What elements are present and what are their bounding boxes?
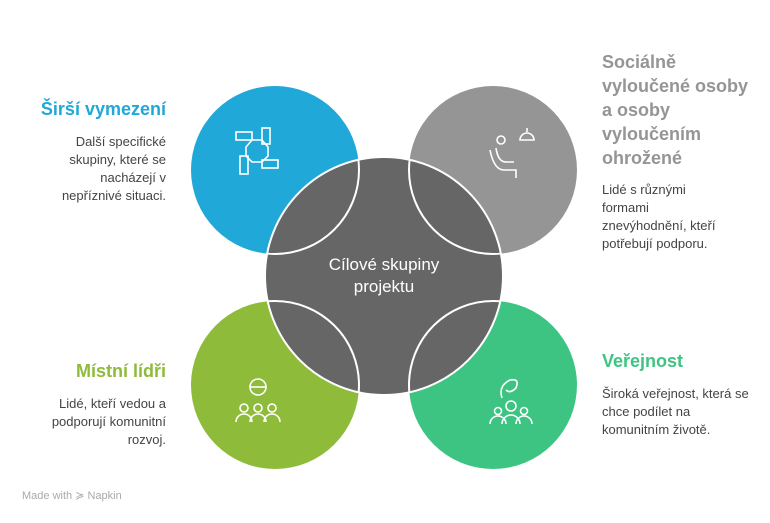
title-mistni: Místní lídři xyxy=(76,361,166,381)
desc-sirsi: Další specifické skupiny, které se nachá… xyxy=(61,134,166,203)
seated-person-bell-icon xyxy=(489,128,535,178)
public-group-icon xyxy=(489,378,533,425)
desc-verejnost: Široká veřejnost, která se chce podílet … xyxy=(602,386,749,437)
title-sirsi: Širší vymezení xyxy=(40,99,166,119)
title-verejnost: Veřejnost xyxy=(602,351,684,371)
center-circle xyxy=(264,156,504,396)
desc-mistni: Lidé, kteří vedou a podporují komunitní … xyxy=(51,396,166,447)
hands-circle-icon xyxy=(235,127,279,175)
title-socialne: Sociálně vyloučené osoby a osoby vylouče… xyxy=(602,52,749,168)
leader-group-icon xyxy=(235,378,281,423)
desc-socialne: Lidé s různými formami znevýhodnění, kte… xyxy=(602,182,716,251)
napkin-footer[interactable]: Made with ≽ Napkin xyxy=(22,490,122,502)
